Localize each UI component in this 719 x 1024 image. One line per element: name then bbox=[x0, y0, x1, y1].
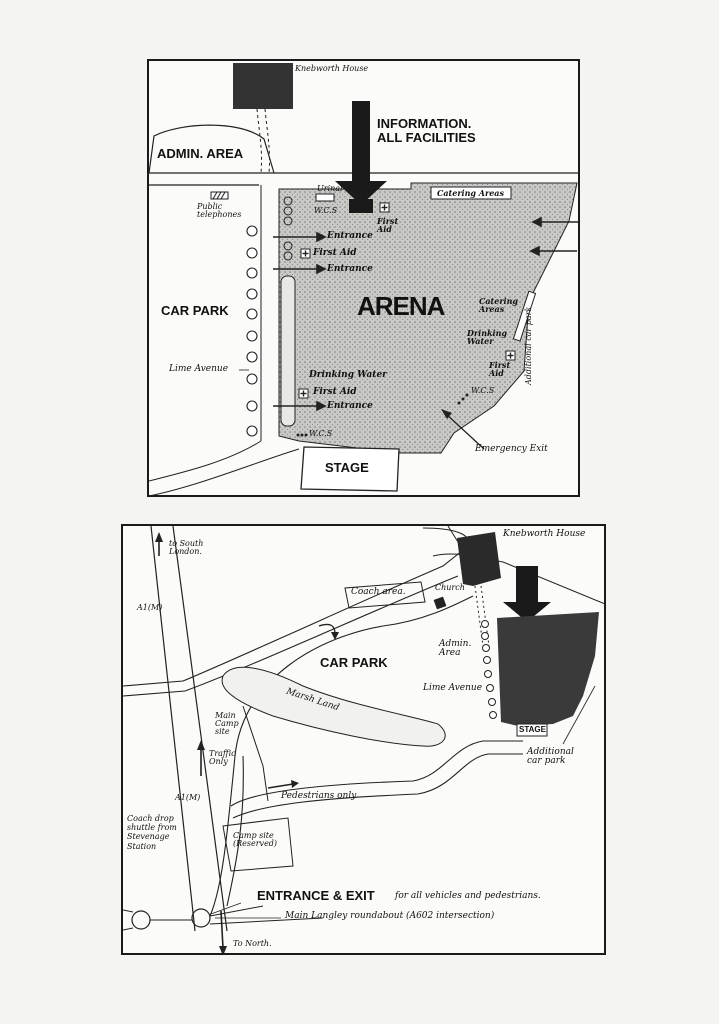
knebworth-house-building bbox=[457, 532, 501, 586]
knebworth-house-building bbox=[233, 63, 293, 109]
information-arrow-shaft bbox=[516, 566, 538, 604]
entrance-arrows-left bbox=[273, 231, 327, 412]
public-telephones-label: Public telephones bbox=[197, 202, 242, 219]
entrance-exit-label: ENTRANCE & EXIT bbox=[257, 888, 375, 903]
knebworth-house-label: Knebworth House bbox=[503, 529, 586, 539]
coach-area-box bbox=[344, 581, 426, 609]
tree-row-inner bbox=[280, 196, 296, 427]
emergency-exit-label: Emergency Exit bbox=[475, 444, 548, 454]
catering-box-top bbox=[430, 186, 512, 200]
camp-site-reserved-box bbox=[222, 817, 294, 872]
information-label: INFORMATION. bbox=[377, 116, 472, 131]
first-aid-top-label: First Aid bbox=[377, 216, 399, 234]
entrance-label-2: Entrance bbox=[327, 264, 373, 274]
admin-area-label: Admin. Area bbox=[439, 639, 472, 658]
to-north-label: To North. bbox=[233, 939, 272, 948]
additional-car-park-label: Additional car park bbox=[524, 306, 533, 385]
car-park-label: CAR PARK bbox=[320, 655, 388, 670]
to-south-london-label: to South London. bbox=[169, 539, 204, 556]
coach-area-label: Coach area. bbox=[351, 587, 406, 597]
church-building bbox=[433, 596, 447, 610]
lime-avenue-label: Lime Avenue bbox=[423, 683, 483, 693]
arena-label: ARENA bbox=[357, 291, 445, 321]
wcs-top-label: W.C.S bbox=[314, 206, 338, 215]
to-south-arrow bbox=[155, 532, 163, 542]
catering-areas-right-label: Catering Areas bbox=[479, 296, 518, 314]
roundabout-west bbox=[131, 910, 151, 930]
to-north-arrow bbox=[219, 946, 227, 953]
entrance-label-1: Entrance bbox=[327, 231, 373, 241]
stage-label: STAGE bbox=[325, 460, 369, 475]
first-aid-right-label: First Aid bbox=[489, 360, 511, 378]
all-facilities-label: ALL FACILITIES bbox=[377, 130, 476, 145]
stage-label: STAGE bbox=[519, 725, 546, 734]
drinking-water-left-label: Drinking Water bbox=[309, 370, 387, 380]
roundabout-east bbox=[191, 908, 211, 928]
wcs-bottom-label: W.C.S bbox=[309, 429, 333, 438]
entrance-arrows-right bbox=[529, 216, 578, 257]
urinal-label: Urinal bbox=[317, 184, 343, 193]
a1m-top-label: A1(M) bbox=[137, 603, 163, 612]
admin-area-label: ADMIN. AREA bbox=[157, 146, 244, 161]
lime-avenue-label: Lime Avenue bbox=[169, 364, 229, 374]
traffic-only-label: Traffic Only bbox=[209, 749, 236, 766]
church-label: Church bbox=[435, 583, 465, 592]
stage-box bbox=[300, 446, 400, 492]
marsh-land-area bbox=[221, 666, 446, 747]
first-aid-label-1: First Aid bbox=[313, 248, 357, 258]
a1m-bottom-label: A1(M) bbox=[175, 793, 201, 802]
first-aid-label-2: First Aid bbox=[313, 387, 357, 397]
entrance-exit-note: for all vehicles and pedestrians. bbox=[395, 891, 541, 901]
camp-site-reserved-label: Camp site (Reserved) bbox=[233, 831, 278, 848]
arena-dark-area bbox=[497, 612, 599, 726]
site-location-map: to South London. A1(M) A1(M) Knebworth H… bbox=[121, 524, 606, 955]
arena-area bbox=[278, 182, 578, 454]
stage-box bbox=[516, 723, 548, 737]
wcs-right-label: W.C.S bbox=[471, 386, 495, 395]
roundabout-label: Main Langley roundabout (A602 intersecti… bbox=[285, 911, 495, 921]
car-park-label: CAR PARK bbox=[161, 303, 229, 318]
coach-drop-label: Coach drop shuttle from Stevenage Statio… bbox=[127, 814, 177, 851]
knebworth-house-label: Knebworth House bbox=[295, 64, 369, 73]
arena-map-drawing bbox=[149, 63, 578, 495]
telephones-box bbox=[210, 191, 229, 200]
arena-site-map: Knebworth House INFORMATION. ALL FACILIT… bbox=[147, 59, 580, 497]
admin-area-outline bbox=[149, 124, 275, 174]
pedestrians-only-label: Pedestrians only bbox=[281, 791, 357, 801]
information-arrow-head bbox=[335, 181, 387, 205]
additional-car-park-label: Additional car park bbox=[527, 747, 574, 766]
lime-avenue-trees bbox=[481, 620, 497, 719]
information-arrow-head bbox=[503, 602, 551, 622]
location-map-drawing bbox=[123, 526, 604, 953]
lime-avenue-trees bbox=[246, 225, 258, 437]
main-camp-site-label: Main Camp site bbox=[215, 711, 239, 736]
drinking-water-right-label: Drinking Water bbox=[467, 328, 507, 346]
entrance-label-3: Entrance bbox=[327, 401, 373, 411]
information-arrow-shaft bbox=[352, 101, 370, 181]
catering-areas-top-label: Catering Areas bbox=[437, 188, 504, 198]
